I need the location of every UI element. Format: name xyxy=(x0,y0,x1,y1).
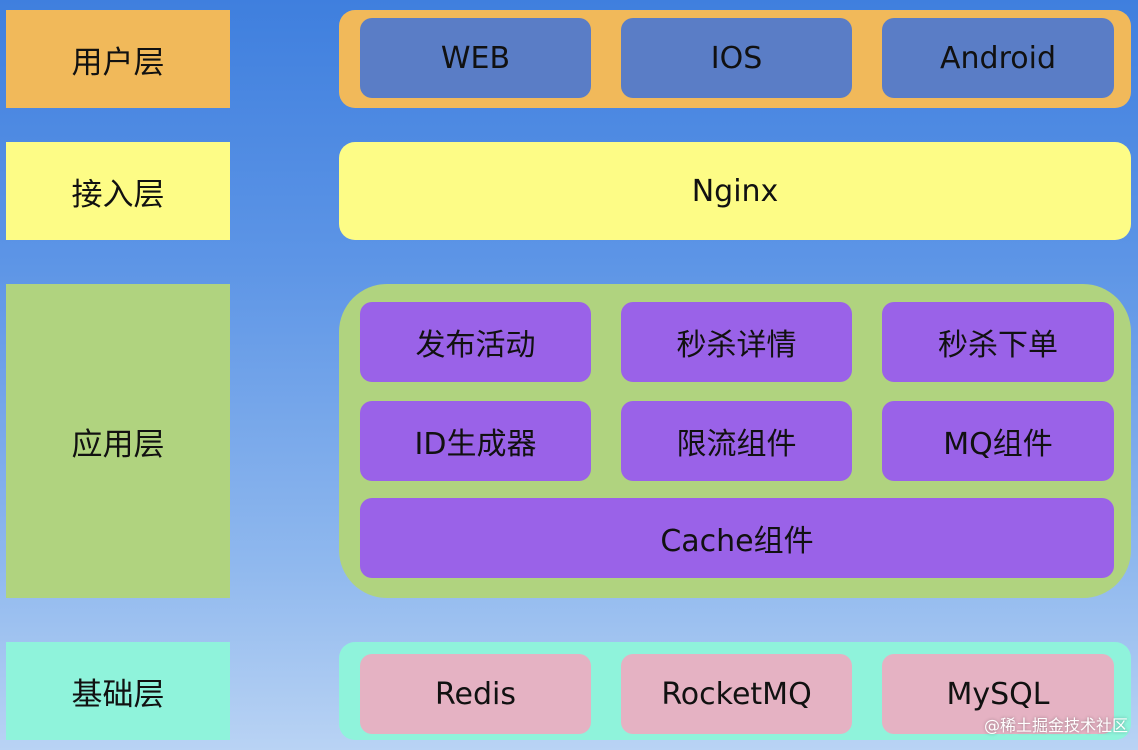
rate-limit-component-box: 限流组件 xyxy=(621,401,852,481)
cache-component-box: Cache组件 xyxy=(360,498,1114,578)
mysql-box: MySQL xyxy=(882,654,1114,734)
id-generator-box: ID生成器 xyxy=(360,401,591,481)
source-credit: @稀土掘金技术社区 xyxy=(983,716,1128,735)
base-layer-label: 基础层 xyxy=(6,642,230,740)
redis-box: Redis xyxy=(360,654,591,734)
mq-component-box: MQ组件 xyxy=(882,401,1114,481)
android-client-box: Android xyxy=(882,18,1114,98)
nginx-box: Nginx xyxy=(339,142,1131,240)
rocketmq-box: RocketMQ xyxy=(621,654,852,734)
seckill-detail-box: 秒杀详情 xyxy=(621,302,852,382)
web-client-box: WEB xyxy=(360,18,591,98)
application-layer-container: 发布活动 秒杀详情 秒杀下单 ID生成器 限流组件 MQ组件 Cache组件 xyxy=(339,284,1131,598)
application-layer-label: 应用层 xyxy=(6,284,230,598)
ios-client-box: IOS xyxy=(621,18,852,98)
access-layer-label: 接入层 xyxy=(6,142,230,240)
user-layer-container: WEB IOS Android xyxy=(339,10,1131,108)
seckill-order-box: 秒杀下单 xyxy=(882,302,1114,382)
base-layer-container: Redis RocketMQ MySQL xyxy=(339,642,1131,740)
user-layer-label: 用户层 xyxy=(6,10,230,108)
publish-activity-box: 发布活动 xyxy=(360,302,591,382)
